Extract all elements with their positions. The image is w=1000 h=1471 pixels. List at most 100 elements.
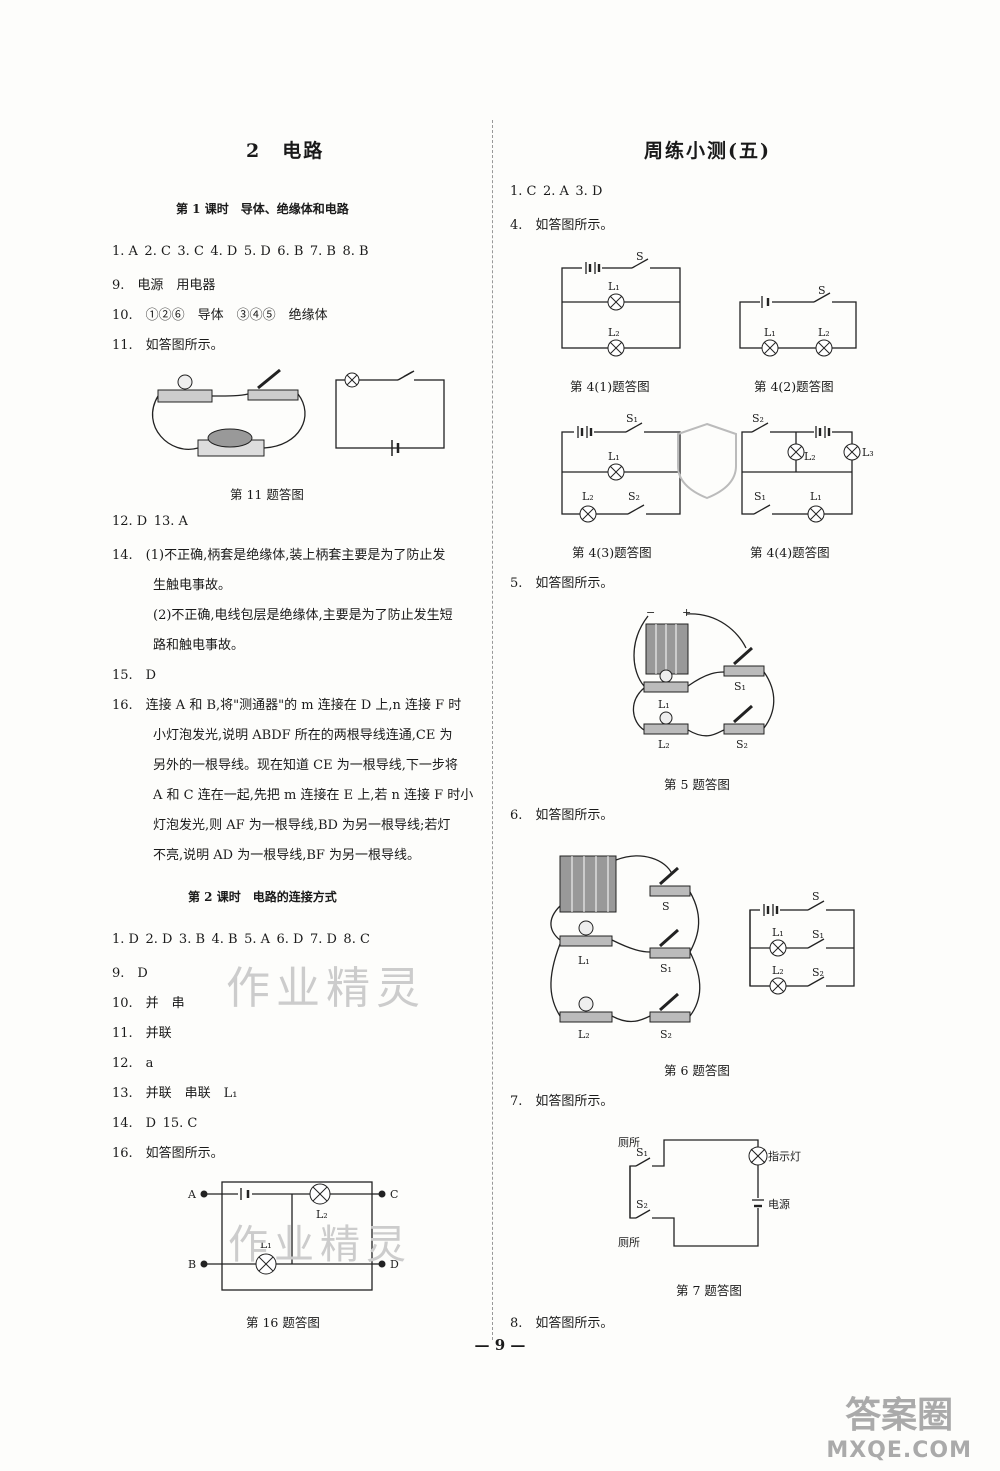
svg-text:S₂: S₂ [812,966,824,979]
svg-text:L₂: L₂ [316,1208,328,1221]
answer-line: (2)不正确,电线包层是绝缘体,主要是为了防止发生短 [153,608,453,623]
svg-text:L₂: L₂ [804,450,816,463]
figure-4-1-diagram: S L₁ L₂ [561,250,681,357]
svg-text:S₂: S₂ [736,738,748,751]
svg-text:L₂: L₂ [582,490,594,503]
answer-line: 14. D 15. C [112,1116,198,1131]
answer-line: 6. 如答图所示。 [510,808,614,823]
svg-text:L₁: L₁ [772,926,784,939]
quiz-title: 周练小测(五) [644,140,771,162]
answer-line: 15. D [112,668,157,683]
svg-text:B: B [188,1258,196,1271]
svg-text:S₁: S₁ [754,490,766,503]
svg-text:D: D [390,1258,399,1271]
page-number: — 9 — [474,1336,526,1354]
svg-text:L₁: L₁ [608,450,620,463]
answer-line: 不亮,说明 AD 为一根导线,BF 为另一根导线。 [153,848,421,863]
svg-text:+: + [682,606,691,619]
answer-line: 16. 如答图所示。 [112,1146,224,1161]
section-title: 2 电路 [246,140,325,162]
answer-line: 5. 如答图所示。 [510,576,614,591]
svg-text:S: S [636,250,644,263]
answer-line: 10. ①②⑥ 导体 ③④⑤ 绝缘体 [112,308,328,323]
svg-text:指示灯: 指示灯 [768,1149,801,1163]
figure-7-diagram: 厕所 厕所 指示灯 电源 S₁ S₂ [618,1136,801,1249]
figure-5-caption: 第 5 题答图 [664,777,730,792]
svg-text:S₁: S₁ [626,412,638,425]
answer-line: 12. a [112,1056,154,1071]
answer-line: 11. 并联 [112,1026,172,1041]
figure-4-2-caption: 第 4(2)题答图 [754,379,834,394]
svg-text:L₂: L₂ [658,738,670,751]
answer-line: 12. D 13. A [112,514,188,529]
svg-text:L₁: L₁ [608,280,620,293]
answer-line: 13. 并联 串联 L₁ [112,1086,238,1101]
answer-line: 16. 连接 A 和 B,将"测通器"的 m 连接在 D 上,n 连接 F 时 [112,698,462,713]
figure-6-caption: 第 6 题答图 [664,1063,730,1078]
svg-text:S₁: S₁ [660,962,672,975]
svg-text:S₁: S₁ [636,1146,648,1159]
figure-11-caption: 第 11 题答图 [230,487,304,502]
svg-text:A: A [187,1188,197,1201]
svg-text:S₁: S₁ [734,680,746,693]
answer-line: A 和 C 连在一起,先把 m 连接在 E 上,若 n 连接 F 时小 [153,788,474,803]
svg-text:厕所: 厕所 [618,1136,640,1149]
svg-text:电源: 电源 [768,1197,790,1211]
watermark-text: 作业精灵 [226,963,426,1014]
svg-text:L₁: L₁ [810,490,822,503]
column-divider [492,120,493,1340]
svg-text:S₂: S₂ [752,412,764,425]
svg-text:S: S [662,900,670,913]
watermark-text: 作业精灵 [228,1222,412,1268]
figure-5-diagram: − + L₁ L₂ S₁ S₂ [632,606,775,751]
figure-4-2-diagram: S L₁ L₂ [739,284,857,357]
answer-line: 9. D [112,966,148,981]
figure-4-4-caption: 第 4(4)题答图 [750,545,830,560]
answer-line: 1. A 2. C 3. C 4. D 5. D 6. B 7. B 8. B [112,244,369,259]
answer-line: 4. 如答图所示。 [510,218,614,233]
svg-text:L₂: L₂ [578,1028,590,1041]
figure-4-4-diagram: S₂ L₃ L₂ S₁ L₁ [741,412,874,523]
svg-text:L₁: L₁ [658,698,670,711]
lesson2-heading: 第 2 课时 电路的连接方式 [188,890,337,904]
figure-4-3-caption: 第 4(3)题答图 [572,545,652,560]
svg-text:L₂: L₂ [818,326,830,339]
svg-text:−: − [646,606,655,619]
site-logo: 答案圈 MXQE.COM [826,1394,972,1463]
answer-line: 7. 如答图所示。 [510,1094,614,1109]
svg-text:C: C [390,1188,398,1201]
figure-6-diagram: L₁ L₂ S S₁ S₂ [550,855,701,1041]
answer-line: 灯泡发光,则 AF 为一根导线,BD 为另一根导线;若灯 [153,818,451,833]
figure-7-caption: 第 7 题答图 [676,1283,742,1298]
svg-text:L₁: L₁ [578,954,590,967]
svg-text:L₂: L₂ [772,964,784,977]
stamp-logo [677,422,737,500]
answer-line: 1. C 2. A 3. D [510,184,603,199]
answer-line: 8. 如答图所示。 [510,1316,614,1331]
svg-text:S: S [818,284,826,297]
answer-line: 小灯泡发光,说明 ABDF 所在的两根导线连通,CE 为 [153,728,453,743]
figure-11-diagram [151,368,445,457]
figure-16-caption: 第 16 题答图 [246,1315,320,1330]
figure-16-diagram: A B C D L₂ L₁ [187,1181,399,1291]
svg-text:S₂: S₂ [628,490,640,503]
answer-line: 11. 如答图所示。 [112,338,224,353]
answer-line: 9. 电源 用电器 [112,278,216,293]
svg-text:厕所: 厕所 [618,1236,640,1249]
svg-text:S: S [812,890,820,903]
figure-4-3-diagram: S₁ L₁ L₂ S₂ [561,412,681,523]
answer-line: 1. D 2. D 3. B 4. B 5. A 6. D 7. D 8. C [112,932,370,947]
svg-text:L₃: L₃ [862,446,874,459]
figure-4-1-caption: 第 4(1)题答图 [570,379,650,394]
svg-text:L₂: L₂ [608,326,620,339]
answer-line: 14. (1)不正确,柄套是绝缘体,装上柄套主要是为了防止发 [112,548,446,563]
figure-6-schematic: S L₁ S₁ L₂ S₂ [749,890,855,995]
lesson1-heading: 第 1 课时 导体、绝缘体和电路 [176,202,349,216]
answer-line: 路和触电事故。 [153,638,245,653]
svg-text:S₁: S₁ [812,928,824,941]
svg-text:L₁: L₁ [764,326,776,339]
answer-line: 10. 并 串 [112,996,185,1011]
answer-line: 另外的一根导线。现在知道 CE 为一根导线,下一步将 [153,758,458,773]
svg-text:S₂: S₂ [660,1028,672,1041]
svg-text:L₁: L₁ [260,1238,272,1251]
